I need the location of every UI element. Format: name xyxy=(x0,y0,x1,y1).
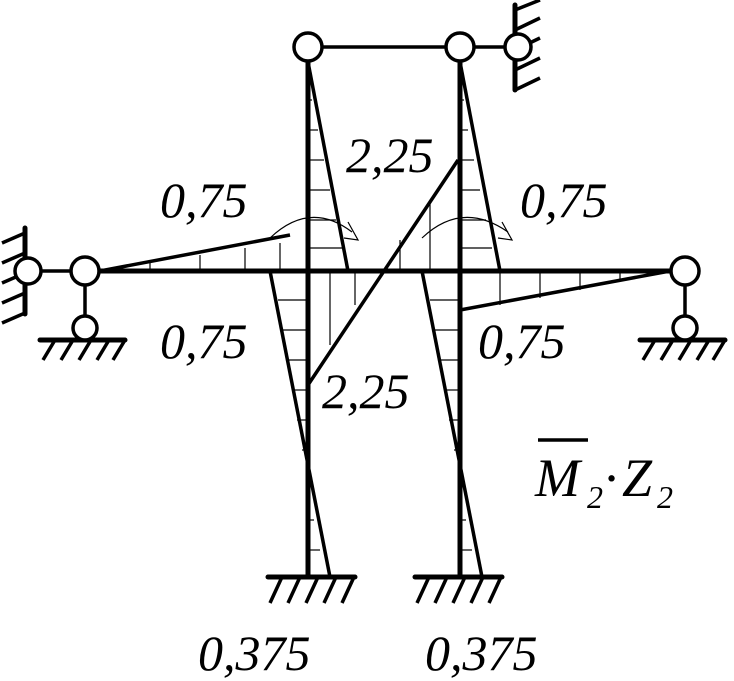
hinge-beam-left xyxy=(69,255,101,287)
label-top-left-075: 0,75 xyxy=(160,172,248,228)
hinge-beam-right xyxy=(669,255,701,287)
label-base-left-0375: 0,375 xyxy=(198,625,311,681)
label-bottom-225: 2,25 xyxy=(322,363,410,419)
label-top-225: 2,25 xyxy=(346,127,434,183)
wall-support-left xyxy=(1,225,85,325)
roller-support-right xyxy=(637,271,728,361)
frame-members xyxy=(82,44,688,580)
label-base-right-0375: 0,375 xyxy=(425,625,538,681)
title-variable: Z xyxy=(622,448,653,508)
wall-support-top-right xyxy=(460,0,541,93)
fixed-support-left xyxy=(265,574,358,604)
fixed-support-right xyxy=(412,574,505,604)
label-mid-left-075: 0,75 xyxy=(160,313,248,369)
title-subscript-1: 2 xyxy=(587,479,603,515)
title-subscript-2: 2 xyxy=(657,479,673,515)
title-dot: · xyxy=(604,448,618,508)
label-mid-right-075: 0,75 xyxy=(478,313,566,369)
label-top-right-075: 0,75 xyxy=(520,172,608,228)
rotation-arrows xyxy=(269,216,514,241)
hinges xyxy=(69,31,701,287)
hinge-top-right xyxy=(444,31,476,63)
value-labels: 0,75 0,75 2,25 0,75 0,75 2,25 0,375 0,37… xyxy=(160,127,608,681)
title-symbol: M xyxy=(534,448,583,508)
moment-diagram xyxy=(99,61,671,578)
diagram-title: M 2 · Z 2 xyxy=(534,438,673,515)
hinge-top-left xyxy=(292,31,324,63)
